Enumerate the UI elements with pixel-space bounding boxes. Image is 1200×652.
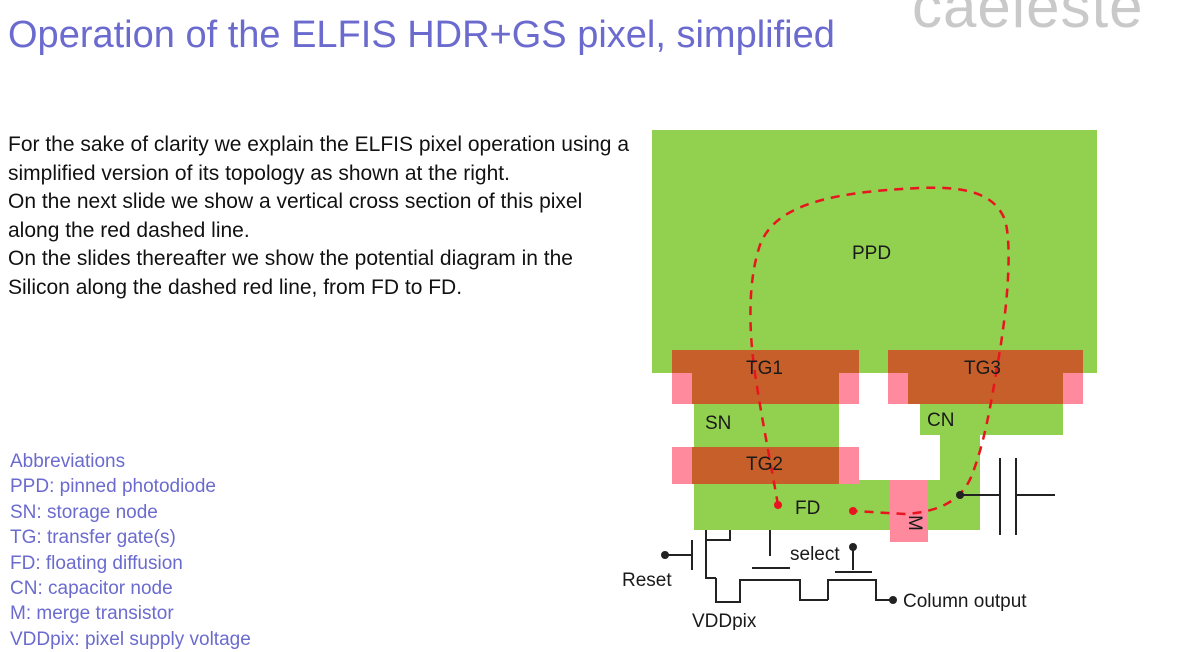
abbreviation-item: CN: capacitor node [10, 578, 173, 600]
fd-region [694, 480, 980, 530]
intro-paragraph: On the slides thereafter we show the pot… [8, 247, 573, 299]
company-logo: caeleste [912, 0, 1144, 40]
abbreviation-item: M: merge transistor [10, 603, 174, 625]
tg3-gate-top [888, 350, 1083, 373]
abbreviation-item: VDDpix: pixel supply voltage [10, 628, 251, 650]
label-reset: Reset [622, 570, 672, 591]
label-sn: SN [705, 413, 731, 434]
ppd-region [652, 130, 1097, 373]
intro-paragraph: For the sake of clarity we explain the E… [8, 133, 629, 185]
reset-drain [706, 530, 731, 541]
fd-start-dot [774, 501, 782, 509]
label-tg2: TG2 [746, 454, 783, 475]
ppd-notch [859, 373, 888, 406]
column-output-dot [889, 596, 897, 604]
label-tg1: TG1 [746, 358, 783, 379]
transfer-gates [672, 350, 1083, 542]
abbreviations-heading: Abbreviations [10, 451, 126, 472]
pixel-layout-diagram: PPD TG1 TG3 SN CN TG2 FD M Reset select … [622, 130, 1097, 630]
label-ppd: PPD [852, 243, 891, 264]
slide-title: Operation of the ELFIS HDR+GS pixel, sim… [8, 14, 835, 56]
capacitor-node-dot [956, 491, 964, 499]
abbreviation-item: TG: transfer gate(s) [10, 527, 176, 549]
label-column-output: Column output [903, 591, 1027, 612]
label-m: M [904, 515, 925, 531]
select-terminal-dot [849, 543, 857, 551]
label-tg3: TG3 [964, 358, 1001, 379]
merge-transistor-gate [890, 480, 928, 542]
diagram-labels: PPD TG1 TG3 SN CN TG2 FD M Reset select … [622, 243, 1027, 630]
intro-text: For the sake of clarity we explain the E… [8, 131, 638, 303]
abbreviation-item: SN: storage node [10, 501, 158, 523]
red-dashed-line [749, 186, 1010, 516]
tg1-gate-top [672, 350, 859, 373]
reset-terminal-dot [661, 551, 669, 559]
label-cn: CN [927, 410, 954, 431]
select-channel [827, 579, 892, 601]
abbreviation-item: FD: floating diffusion [10, 552, 183, 574]
vddpix-rail [715, 578, 828, 603]
capacitor-symbol [956, 458, 1055, 535]
tg2-gate [692, 447, 839, 484]
fd-end-dot [849, 507, 857, 515]
readout-circuit [661, 530, 897, 604]
label-fd: FD [795, 498, 820, 519]
abbreviation-item: PPD: pinned photodiode [10, 476, 216, 498]
intro-paragraph: On the next slide we show a vertical cro… [8, 190, 583, 242]
cross-section-path [749, 186, 1010, 516]
label-select: select [790, 544, 840, 565]
cn-connector [940, 430, 980, 530]
reset-channel [705, 530, 716, 579]
label-vddpix: VDDpix [692, 611, 757, 630]
